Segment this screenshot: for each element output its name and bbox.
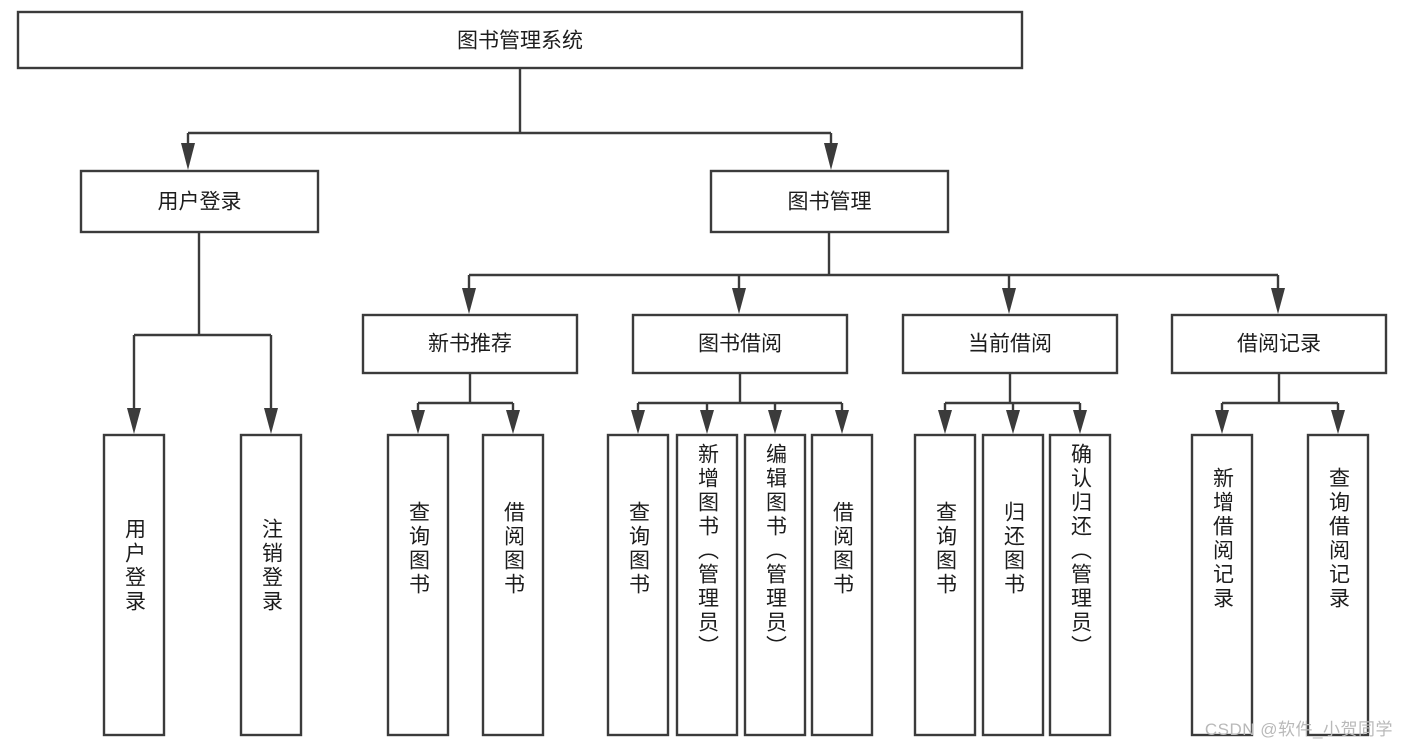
node-book-borrow-label: 图书借阅: [698, 333, 782, 356]
node-root-box[interactable]: [16, 10, 1024, 70]
arrowhead-user-login-leaf-2: [264, 408, 278, 434]
arrowhead-root-to-book-manage: [824, 143, 838, 170]
leaf-box-new-book-2[interactable]: [481, 433, 545, 737]
arrowhead-new-book-leaf-2: [506, 410, 520, 434]
node-root-label: 图书管理系统: [457, 30, 583, 53]
arrowhead-book-borrow-leaf-4: [835, 410, 849, 434]
arrowhead-user-login-leaf-1: [127, 408, 141, 434]
node-current-borrow-box[interactable]: [901, 313, 1119, 375]
node-user-login-label: 用户登录: [158, 191, 242, 214]
arrowhead-to-borrow-record: [1271, 288, 1285, 314]
arrowhead-root-to-user-login: [181, 143, 195, 170]
node-new-book-recommend-box[interactable]: [361, 313, 579, 375]
arrowhead-to-book-borrow: [732, 288, 746, 314]
leaf-box-current-borrow-2[interactable]: [981, 433, 1045, 737]
arrowhead-current-borrow-leaf-1: [938, 410, 952, 434]
node-borrow-record-label: 借阅记录: [1237, 333, 1321, 356]
node-new-book-recommend-label: 新书推荐: [428, 333, 512, 356]
leaf-box-book-borrow-3[interactable]: [743, 433, 807, 737]
leaf-box-new-book-1[interactable]: [386, 433, 450, 737]
node-book-borrow-box[interactable]: [631, 313, 849, 375]
arrowhead-book-borrow-leaf-2: [700, 410, 714, 434]
leaf-box-user-login-2[interactable]: [239, 433, 303, 737]
node-book-manage-box[interactable]: [709, 169, 950, 234]
leaf-box-book-borrow-2[interactable]: [675, 433, 739, 737]
arrowhead-current-borrow-leaf-3: [1073, 410, 1087, 434]
arrowhead-to-new-book: [462, 288, 476, 314]
arrowhead-borrow-record-leaf-2: [1331, 410, 1345, 434]
leaf-box-current-borrow-1[interactable]: [913, 433, 977, 737]
leaf-box-borrow-record-2[interactable]: [1306, 433, 1370, 737]
leaf-box-user-login-1[interactable]: [102, 433, 166, 737]
arrowhead-current-borrow-leaf-2: [1006, 410, 1020, 434]
node-current-borrow-label: 当前借阅: [968, 333, 1052, 356]
leaf-box-book-borrow-4[interactable]: [810, 433, 874, 737]
arrowhead-new-book-leaf-1: [411, 410, 425, 434]
arrowhead-book-borrow-leaf-1: [631, 410, 645, 434]
leaf-box-book-borrow-1[interactable]: [606, 433, 670, 737]
arrowhead-to-current-borrow: [1002, 288, 1016, 314]
leaf-box-borrow-record-1[interactable]: [1190, 433, 1254, 737]
node-borrow-record-box[interactable]: [1170, 313, 1388, 375]
arrowhead-book-borrow-leaf-3: [768, 410, 782, 434]
arrowhead-borrow-record-leaf-1: [1215, 410, 1229, 434]
leaf-box-current-borrow-3[interactable]: [1048, 433, 1112, 737]
node-book-manage-label: 图书管理: [788, 191, 872, 214]
